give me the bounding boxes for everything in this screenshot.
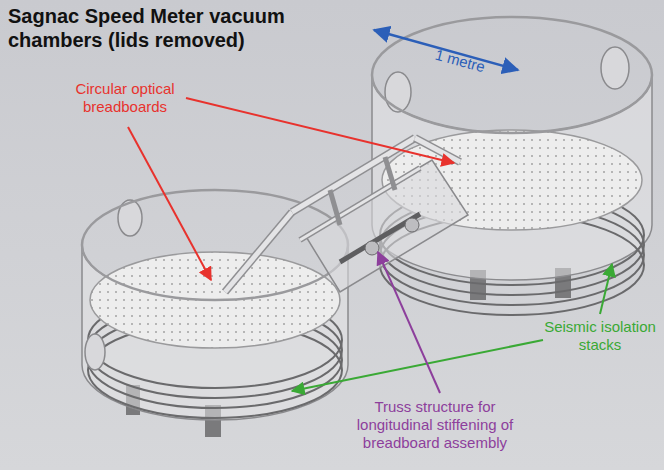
leader-arrow <box>292 340 543 391</box>
chamber-rim <box>372 17 652 133</box>
truss-beam <box>225 212 292 292</box>
callout-label: Circular optical breadboards <box>55 80 195 116</box>
chamber-port <box>85 334 105 370</box>
truss-beam <box>300 168 420 240</box>
leader-arrow <box>600 264 612 314</box>
truss-strut <box>330 190 340 225</box>
leader-arrow <box>378 252 440 393</box>
left-chamber <box>82 190 348 437</box>
callout-label: Truss structure for longitudinal stiffen… <box>335 398 535 452</box>
truss-beam <box>225 212 292 292</box>
truss-strut <box>385 157 395 190</box>
chamber-port <box>601 47 629 89</box>
truss-beam <box>300 168 420 240</box>
chamber-wall <box>82 245 348 420</box>
truss-assembly <box>225 138 468 292</box>
leader-arrow <box>128 127 211 280</box>
leader-arrow <box>186 98 454 163</box>
callout-label: Seismic isolation stacks <box>540 318 660 354</box>
truss-joint <box>365 241 379 255</box>
title: Sagnac Speed Meter vacuum chambers (lids… <box>8 4 308 52</box>
truss-joint <box>405 218 419 232</box>
chamber-port <box>385 72 411 112</box>
right-chamber <box>372 17 652 315</box>
